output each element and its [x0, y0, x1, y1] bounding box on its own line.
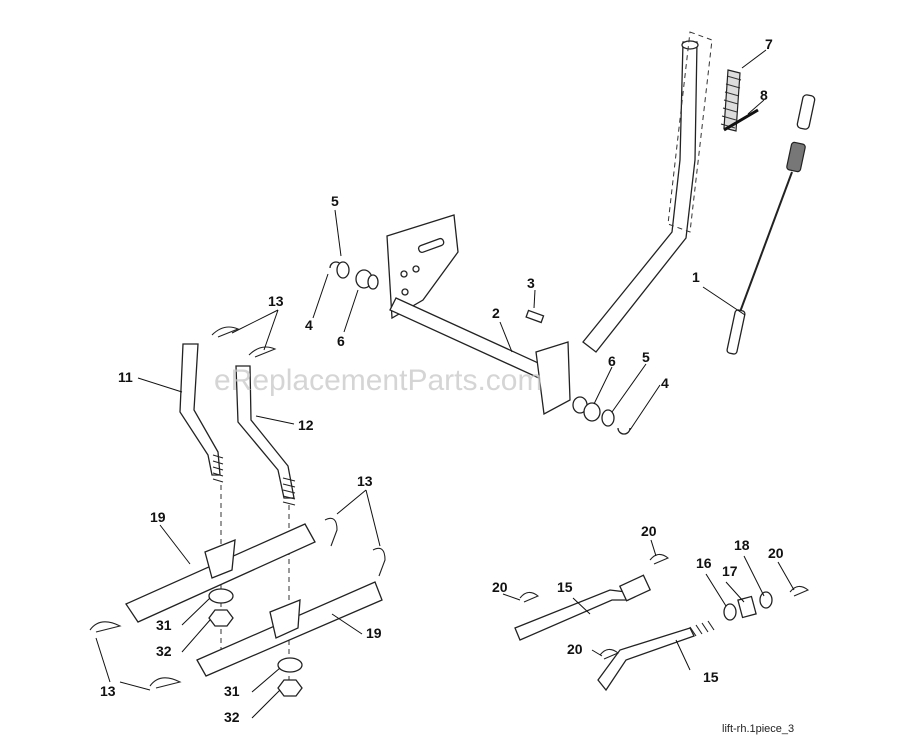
callout-13-top: 13 — [268, 293, 284, 309]
callout-4-right: 4 — [661, 375, 669, 391]
cross-shaft-part-2 — [389, 297, 571, 416]
callout-labels: 1 2 3 4 4 5 5 6 6 7 8 11 12 13 13 13 15 … — [100, 36, 784, 725]
callout-6-right: 6 — [608, 353, 616, 369]
callout-20-left: 20 — [492, 579, 508, 595]
callout-15-lower: 15 — [703, 669, 719, 685]
callout-18: 18 — [734, 537, 750, 553]
callout-20-right: 20 — [768, 545, 784, 561]
lift-handle — [582, 40, 699, 353]
callout-20-bottom: 20 — [567, 641, 583, 657]
pin-part-8 — [723, 108, 759, 132]
callout-19-lower: 19 — [366, 625, 382, 641]
leader-lines — [95, 49, 795, 719]
adjust-rod-part-15-upper — [514, 574, 652, 641]
callout-13-bottom: 13 — [100, 683, 116, 699]
adjust-rod-part-15-lower — [597, 620, 715, 692]
lift-arm-part-19-upper — [125, 523, 316, 623]
right-shaft-hardware — [572, 396, 631, 435]
left-shaft-hardware — [329, 261, 379, 290]
handle-grip-outline — [667, 31, 713, 233]
callout-17: 17 — [722, 563, 738, 579]
callout-4-left: 4 — [305, 317, 313, 333]
callout-32-lower: 32 — [224, 709, 240, 725]
watermark-text: eReplacementParts.com — [214, 364, 542, 397]
callout-11: 11 — [118, 369, 133, 385]
callout-3: 3 — [527, 275, 535, 291]
callout-12: 12 — [298, 417, 314, 433]
callout-32-upper: 32 — [156, 643, 172, 659]
callout-19-upper: 19 — [150, 509, 166, 525]
callout-5-left: 5 — [331, 193, 339, 209]
lift-link-part-12 — [235, 365, 296, 506]
callout-8: 8 — [760, 87, 768, 103]
callout-31-lower: 31 — [224, 683, 240, 699]
callout-1: 1 — [692, 269, 700, 285]
callout-7: 7 — [765, 36, 773, 52]
spring-part-7 — [720, 69, 742, 132]
callout-5-right: 5 — [642, 349, 650, 365]
callout-16: 16 — [696, 555, 712, 571]
callout-31-upper: 31 — [156, 617, 172, 633]
callout-13-right: 13 — [357, 473, 373, 489]
mounting-bracket — [386, 214, 459, 320]
adjust-hardware-16-17-18 — [723, 591, 773, 621]
hair-clips-top — [211, 326, 277, 358]
callout-6-left: 6 — [337, 333, 345, 349]
washer-nut-set-lower — [277, 657, 303, 697]
diagram-reference-label: lift-rh.1piece_3 — [722, 723, 794, 735]
hair-clips-lower — [89, 517, 386, 689]
washer-nut-set-upper — [208, 588, 234, 627]
lift-link-part-11 — [179, 343, 224, 483]
lift-arm-part-19-lower — [196, 581, 383, 677]
key-part-3 — [525, 309, 545, 324]
clips-part-20 — [519, 553, 810, 660]
lift-rod-part-1 — [726, 94, 816, 355]
callout-15-upper: 15 — [557, 579, 573, 595]
callout-2: 2 — [492, 305, 500, 321]
callout-20-top: 20 — [641, 523, 657, 539]
